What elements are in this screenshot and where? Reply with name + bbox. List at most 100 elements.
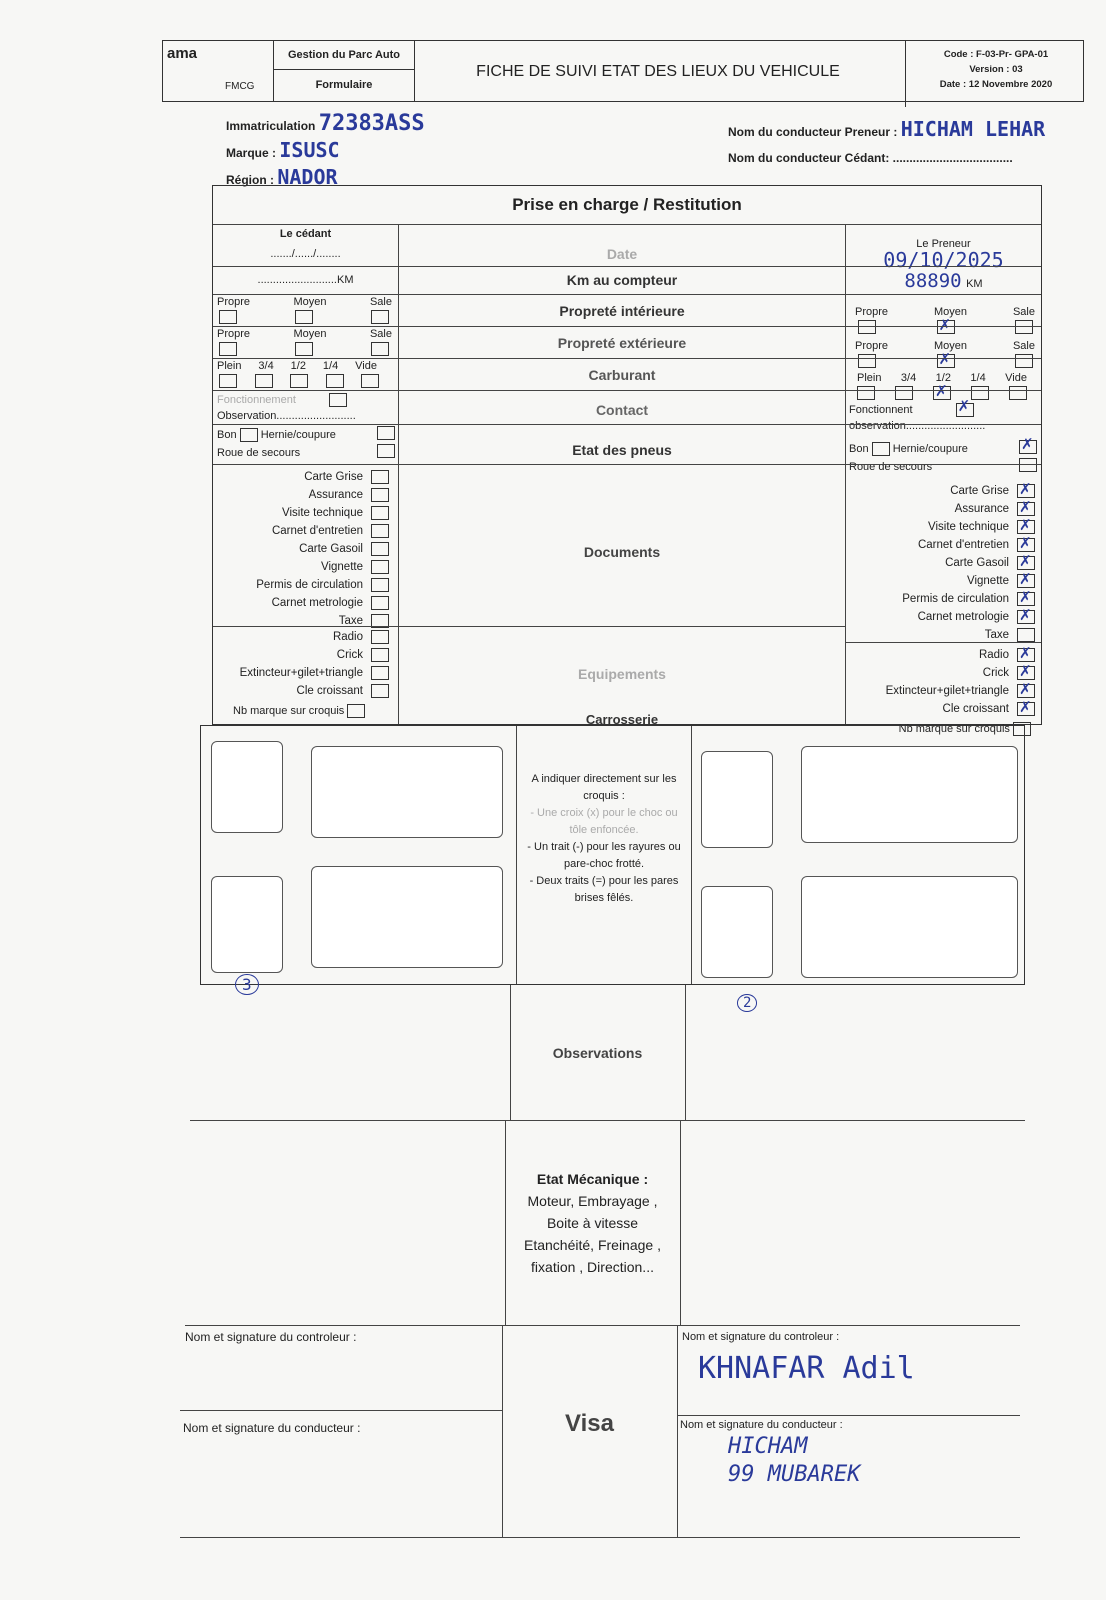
checklist-item-label: Carnet metrologie (917, 611, 1009, 623)
checklist-item-label: Vignette (321, 561, 363, 573)
checkbox-checked[interactable] (955, 399, 974, 418)
mecanique-text: Moteur, Embrayage , Boite à vitesse Etan… (524, 1193, 661, 1275)
checklist-item-label: Radio (332, 631, 363, 643)
checkbox[interactable] (871, 442, 890, 457)
checkbox[interactable] (1019, 458, 1037, 472)
checkbox[interactable] (325, 374, 344, 388)
checkbox[interactable] (290, 374, 308, 388)
checklist-item: Carnet metrologie (217, 594, 389, 612)
checkbox[interactable] (371, 488, 389, 502)
checklist-item-label: Extincteur+gilet+triangle (239, 667, 363, 679)
checkbox[interactable] (371, 470, 389, 484)
checkbox[interactable] (1009, 386, 1027, 400)
checkbox-checked[interactable] (1017, 588, 1035, 606)
right-sketch-mark: 2 (737, 994, 758, 1012)
checkbox[interactable] (254, 374, 273, 388)
van-rear-sketch (701, 886, 773, 978)
checkbox[interactable] (971, 386, 989, 400)
checkbox-checked[interactable] (933, 382, 951, 400)
checkbox-checked[interactable] (936, 350, 955, 368)
cedant-date-blank: ......./....../........ (270, 248, 341, 260)
checkbox-checked[interactable] (1017, 698, 1035, 716)
checkbox-checked[interactable] (1017, 552, 1035, 570)
checkbox[interactable] (219, 342, 237, 356)
van-side-sketch (801, 876, 1018, 978)
checkbox-checked[interactable] (1017, 516, 1035, 534)
cedant-ext-propre: Propre (217, 328, 251, 340)
checkbox[interactable] (371, 596, 389, 610)
checkbox[interactable] (371, 560, 389, 574)
checklist-item-label: Crick (982, 667, 1009, 679)
checkbox[interactable] (371, 666, 389, 680)
checkbox[interactable] (858, 354, 876, 368)
checkbox-checked[interactable] (1017, 662, 1035, 680)
cedant-head: Le cédant (279, 228, 332, 240)
checklist-item-label: Crick (336, 649, 363, 661)
equipements-label: Equipements (578, 666, 666, 682)
checkbox[interactable] (895, 386, 913, 400)
checkbox-checked[interactable] (1017, 644, 1035, 662)
checkbox[interactable] (361, 374, 379, 388)
checkbox[interactable] (328, 393, 347, 408)
checkbox[interactable] (371, 614, 389, 628)
checkbox[interactable] (219, 374, 237, 388)
checkbox[interactable] (371, 524, 389, 538)
checklist-item: Visite technique (849, 516, 1035, 536)
preneur-label: Nom du conducteur Preneur : (728, 125, 898, 139)
sketch-instruction: - Une croix (x) pour le choc ou tôle enf… (530, 807, 678, 836)
checklist-item: Radio (217, 628, 389, 646)
van-side-sketch (801, 746, 1018, 843)
checkbox[interactable] (371, 310, 389, 324)
van-side-sketch (311, 866, 503, 968)
checklist-item: Extincteur+gilet+triangle (849, 680, 1035, 700)
checkbox[interactable] (1017, 628, 1035, 642)
checkbox[interactable] (1015, 320, 1033, 334)
cedant-conducteur-label: Nom et signature du conducteur : (183, 1421, 361, 1435)
checkbox[interactable] (239, 428, 258, 443)
checkbox[interactable] (371, 648, 389, 662)
cedant-int-sale: Sale (369, 296, 392, 308)
mecanique-title: Etat Mécanique : (536, 1171, 649, 1187)
checkbox-checked[interactable] (1017, 570, 1035, 588)
checkbox-checked[interactable] (936, 316, 955, 334)
checkbox[interactable] (371, 542, 389, 556)
checkbox[interactable] (371, 684, 389, 698)
cedant-label: Nom du conducteur Cédant: (728, 151, 890, 165)
checkbox[interactable] (295, 342, 313, 356)
checkbox[interactable] (857, 386, 875, 400)
fuel-3-4: 3/4 (258, 360, 274, 372)
checkbox[interactable] (1013, 722, 1031, 736)
checklist-item: Carnet d'entretien (849, 534, 1035, 554)
checkbox[interactable] (219, 310, 237, 324)
checkbox[interactable] (371, 630, 389, 644)
checklist-item: Taxe (849, 626, 1035, 644)
checklist-item-label: Cle croissant (942, 703, 1009, 715)
checklist-item: Taxe (217, 612, 389, 630)
checkbox-checked[interactable] (1017, 534, 1035, 552)
checklist-item: Cle croissant (849, 698, 1035, 718)
preneur-int-moyen: Moyen (933, 306, 968, 318)
signatures-section: Nom et signature du controleur : Nom et … (180, 1325, 1020, 1538)
cedant-km-blank: ..........................KM (257, 274, 354, 286)
checkbox[interactable] (295, 310, 313, 324)
checkbox[interactable] (371, 506, 389, 520)
checkbox-checked[interactable] (1017, 480, 1035, 498)
checkbox[interactable] (377, 444, 395, 458)
checkbox[interactable] (371, 578, 389, 592)
checkbox-checked[interactable] (1019, 436, 1037, 454)
checkbox-checked[interactable] (1017, 680, 1035, 698)
form-code: Code : F-03-Pr- GPA-01 (943, 49, 1049, 60)
conducteur-signature: HICHAM 99 MUBAREK (728, 1434, 861, 1487)
checkbox[interactable] (377, 426, 395, 440)
checklist-item-label: Carte Grise (950, 485, 1009, 497)
cedant-fonctionnement: Fonctionnement (217, 394, 296, 406)
checkbox[interactable] (347, 704, 366, 718)
checkbox[interactable] (371, 342, 389, 356)
checkbox-checked[interactable] (1017, 606, 1035, 624)
checkbox-checked[interactable] (1017, 498, 1035, 516)
checkbox[interactable] (1015, 354, 1033, 368)
table-title: Prise en charge / Restitution (512, 195, 742, 214)
checkbox[interactable] (858, 320, 876, 334)
preneur-bon: Bon (849, 443, 869, 455)
